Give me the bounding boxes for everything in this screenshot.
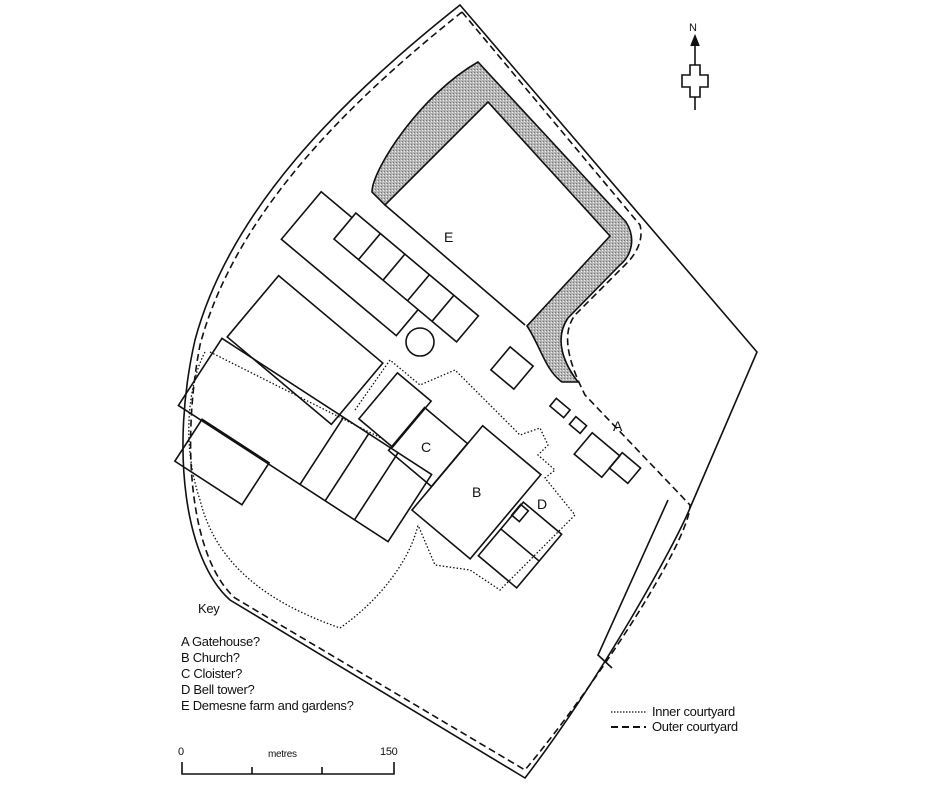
- key-text: Gatehouse?: [191, 634, 260, 649]
- key-letter: C: [181, 666, 191, 681]
- label-d: D: [537, 496, 548, 512]
- garden-edge: [384, 204, 526, 326]
- legend-outer-courtyard: Outer courtyard: [652, 719, 738, 734]
- key-item: B Church?: [181, 650, 354, 666]
- label-b: B: [472, 484, 482, 500]
- boundary-inner-line: [597, 499, 669, 669]
- key-text: Demesne farm and gardens?: [192, 698, 354, 713]
- label-a: A: [613, 418, 623, 434]
- key-letter: A: [181, 634, 189, 649]
- circular-structure: [405, 327, 435, 357]
- key-letter: D: [181, 682, 191, 697]
- scale-unit: metres: [268, 749, 297, 760]
- inner-courtyard-line: [188, 351, 576, 629]
- key-list: A Gatehouse? B Church? C Cloister? D Bel…: [181, 634, 354, 714]
- key-text: Bell tower?: [193, 682, 255, 697]
- legend-inner-courtyard: Inner courtyard: [652, 704, 735, 719]
- key-item: A Gatehouse?: [181, 634, 354, 650]
- key-item: C Cloister?: [181, 666, 354, 682]
- scale-bar: [181, 762, 395, 775]
- label-e: E: [444, 229, 454, 245]
- north-label: N: [689, 22, 697, 34]
- label-c: C: [421, 439, 432, 455]
- key-title: Key: [198, 601, 220, 616]
- scale-end: 150: [380, 746, 398, 758]
- buildings: [173, 190, 642, 590]
- key-letter: E: [181, 698, 190, 713]
- outer-courtyard-line: [189, 11, 691, 772]
- key-text: Cloister?: [193, 666, 243, 681]
- key-item: D Bell tower?: [181, 682, 354, 698]
- key-text: Church?: [192, 650, 240, 665]
- key-letter: B: [181, 650, 190, 665]
- site-boundary: [182, 3, 758, 780]
- north-arrow-icon: [681, 33, 709, 110]
- key-item: E Demesne farm and gardens?: [181, 698, 354, 714]
- moat-fishpond: [371, 60, 633, 383]
- scale-start: 0: [178, 746, 184, 758]
